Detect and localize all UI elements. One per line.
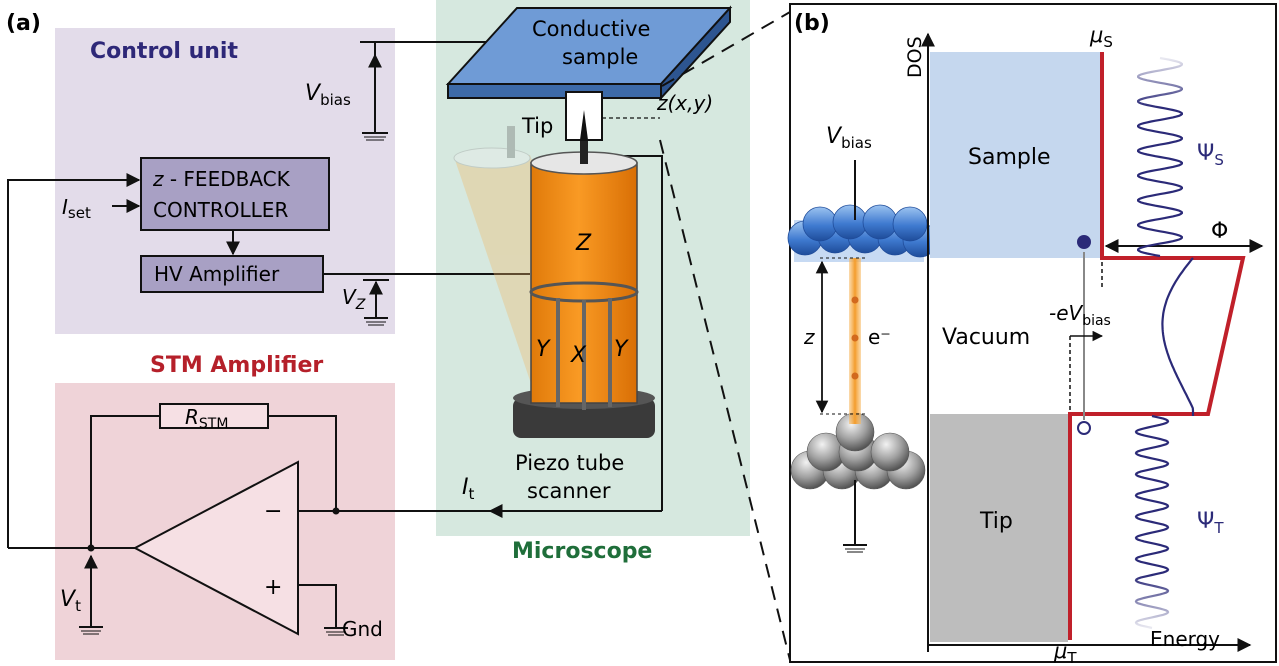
microscope-title: Microscope	[512, 539, 652, 564]
psi-t-label: ΨT	[1197, 509, 1224, 537]
i-set-label: Iset	[62, 195, 91, 222]
conductive-sample	[445, 5, 733, 101]
psi-s-wave	[1137, 56, 1183, 258]
occupied-state	[1077, 235, 1091, 249]
tip-atom	[870, 432, 910, 472]
feedback-loop-wire	[7, 173, 141, 548]
psi-t-wave	[1134, 414, 1170, 630]
ev-bias-label: -eVbias	[1049, 301, 1111, 329]
piezo-y1-label: Y	[536, 337, 551, 362]
v-bias-label: Vbias	[305, 81, 351, 109]
energy-axis-label: Energy	[1150, 627, 1220, 651]
op-amp-minus: −	[264, 499, 282, 524]
psi-s-label: ΨS	[1197, 141, 1224, 169]
gnd-label: Gnd	[342, 617, 383, 641]
mu-s-label: μS	[1089, 23, 1113, 51]
zxy-label: z(x,y)	[656, 91, 713, 115]
v-z-label: VZ	[342, 285, 366, 313]
op-amp-plus: +	[264, 575, 282, 600]
psi-barrier-decay	[1161, 257, 1195, 416]
gap-z-label: z	[803, 325, 815, 349]
tip-band	[930, 414, 1068, 642]
feedback-controller-label-2: CONTROLLER	[153, 198, 288, 222]
v-bias-source	[360, 41, 497, 141]
panel-b-vbias-label: Vbias	[826, 124, 872, 152]
hv-amplifier-label: HV Amplifier	[154, 262, 280, 286]
piezo-y2-label: Y	[614, 337, 629, 362]
r-stm-resistor	[159, 403, 269, 429]
piezo-tube	[513, 128, 655, 438]
r-stm-wire	[90, 415, 160, 548]
piezo-x-label: X	[570, 343, 587, 368]
piezo-z-label: Z	[575, 231, 592, 256]
i-t-label: It	[462, 475, 475, 503]
feedback-controller-box	[140, 157, 330, 231]
panel-a-label: (a)	[6, 11, 41, 36]
sample-atom	[892, 206, 928, 242]
sample-atom	[802, 206, 838, 242]
r-stm-label: RSTM	[185, 405, 228, 432]
tip-label: Tip	[521, 114, 553, 138]
panel-a: (a) Control unit STM Amplifier Microscop…	[6, 0, 791, 661]
electron-label: e⁻	[868, 325, 891, 349]
v-t-label: Vt	[60, 587, 81, 615]
mu-t-label: μT	[1053, 639, 1077, 666]
panel-b-label: (b)	[794, 11, 830, 36]
empty-state	[1077, 421, 1091, 435]
control-unit-title: Control unit	[90, 39, 238, 64]
sample-atom	[832, 204, 868, 240]
sample-band	[930, 52, 1102, 258]
panel-b: (b) Vbias e⁻ z DOS Energy Sample	[787, 3, 1277, 666]
dos-axis-label: DOS	[904, 36, 926, 78]
phi-label: Φ	[1211, 219, 1228, 244]
op-amp	[132, 460, 299, 636]
vacuum-label: Vacuum	[942, 325, 1030, 350]
stm-amplifier-title: STM Amplifier	[150, 353, 323, 378]
feedback-controller-label-1: z - FEEDBACK	[152, 167, 291, 191]
sample-label-1: Conductive	[532, 17, 650, 41]
tip-band-label: Tip	[979, 509, 1013, 534]
sample-fermi-edge	[1068, 52, 1246, 640]
sample-label-2: sample	[562, 45, 638, 69]
sample-band-label: Sample	[968, 145, 1051, 170]
piezo-label-1: Piezo tube	[515, 451, 624, 475]
v-z-source	[323, 273, 530, 326]
sample-atom	[862, 204, 898, 240]
piezo-label-2: scanner	[527, 479, 611, 503]
